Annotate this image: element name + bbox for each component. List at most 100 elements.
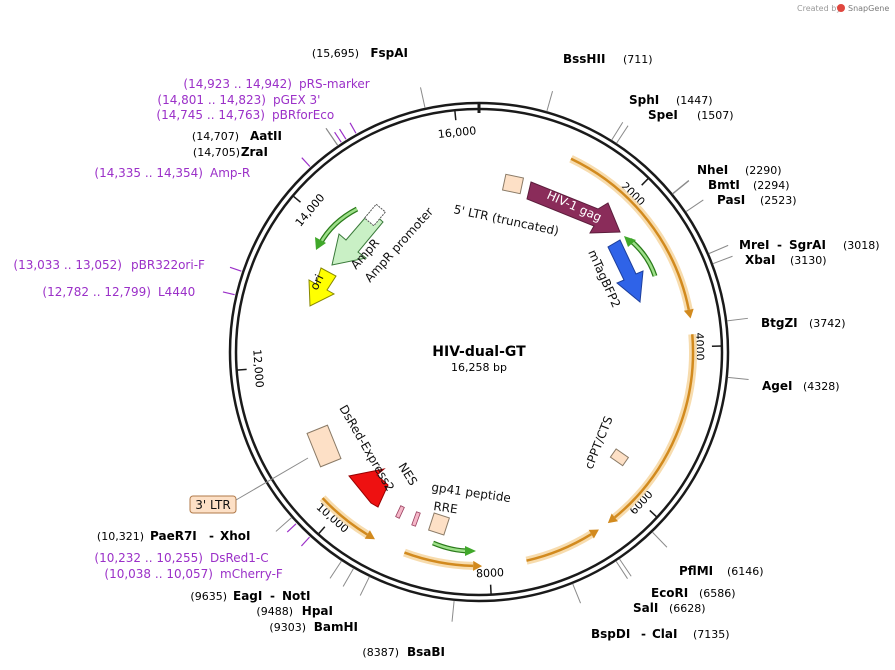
ltr3-label: 3' LTR [195,498,230,512]
ltr-box-left [306,424,342,468]
orf-rev-head-3 [472,560,483,571]
orf-arcs [319,155,697,571]
ampr-promoter-box [363,203,387,227]
hiv1-gag-arrow [526,181,621,234]
orf-rev-glow-2 [525,530,594,565]
site-sgrai-name[interactable]: SgrAI [789,238,826,252]
primer-mcherryf-name[interactable]: mCherry-F [220,567,283,581]
site-bspdi-pos: (7135) [693,628,730,641]
primer-dsred1c-name[interactable]: DsRed1-C [210,551,269,565]
orf-rev-head-2 [588,529,599,539]
site-bamhi-name[interactable]: BamHI [314,620,358,634]
site-btgzi-name[interactable]: BtgZI [761,316,798,330]
primer-l4440-range: (12,782 .. 12,799) [42,285,151,299]
site-separator: - [270,589,275,603]
plasmid-name: HIV-dual-GT [432,344,526,360]
site-xbai-pos: (3130) [790,254,827,267]
site-leader-14 [572,583,582,604]
site-eagi-name[interactable]: EagI [233,589,262,603]
site-mrei-pos: (3018) [843,239,880,252]
orf-arc-glow-1 [612,333,697,521]
primer-pbrforeco-name[interactable]: pBRforEco [272,108,334,122]
site-leader-12 [618,558,632,577]
site-spei-name[interactable]: SpeI [648,108,678,122]
primer-ampr-name[interactable]: Amp-R [210,166,250,180]
site-leader-9 [726,317,748,322]
site-fspai-pos: (15,695) [312,47,359,60]
site-drei-name[interactable]: MreI [739,238,769,252]
green-arrow3-head [465,546,476,556]
site-leader-2 [611,122,624,141]
site-nhei-name[interactable]: NheI [697,163,728,177]
primer-mark-3 [301,157,311,167]
primer-pgex3-range: (14,801 .. 14,823) [157,93,266,107]
green-arrow-head [624,236,636,247]
site-pflmi-pos: (6146) [727,565,764,578]
site-paer7i-name[interactable]: PaeR7I [150,529,197,543]
site-bsabi-name[interactable]: BsaBI [407,645,445,659]
restriction-sites: FspAI (15,695) BssHII (711) SphI (1447) … [97,46,880,659]
site-sali-name[interactable]: SalI [633,601,658,615]
primer-pbr322ori-name[interactable]: pBR322ori-F [131,258,205,272]
site-pasi-name[interactable]: PasI [717,193,745,207]
site-bmti-name[interactable]: BmtI [708,178,740,192]
primer-dsred1c-range: (10,232 .. 10,255) [94,551,203,565]
nes-box [395,505,405,519]
site-separator: - [641,627,646,641]
primer-mcherryf-range: (10,038 .. 10,057) [104,567,213,581]
primer-mark-6 [286,523,297,533]
site-leader-21 [325,128,339,146]
dsred-arrow [348,468,389,508]
ori-label: ori [307,272,326,292]
site-pflmi-name[interactable]: PflMI [679,564,713,578]
cppt-label: cPPT/CTS [582,414,616,471]
site-pasi-pos: (2523) [760,194,797,207]
primer-pbrforeco-range: (14,745 .. 14,763) [156,108,265,122]
ltr3-leader-line [235,457,309,501]
green-arrow2-head [315,237,326,250]
orf-arc-head-1 [607,513,618,524]
site-leader-15 [451,600,455,622]
site-bsshii-pos: (711) [623,53,653,66]
primer-l4440-name[interactable]: L4440 [158,285,195,299]
primer-mark-0 [349,122,357,134]
site-sphi-name[interactable]: SphI [629,93,659,107]
nes-label: NES [395,460,420,488]
tick-7 [292,195,301,203]
tick-label-0: 16,000 [437,124,477,141]
site-sphi-pos: (1447) [676,94,713,107]
site-leader-3 [616,125,629,144]
tick-0 [454,110,457,121]
site-noti-name[interactable]: NotI [282,589,311,603]
site-leader-17 [342,568,355,587]
credit-brand: SnapGene [848,4,889,13]
site-xhoi-name[interactable]: XhoI [220,529,251,543]
site-leader-6 [685,199,704,213]
site-bspdi-name[interactable]: BspDI [591,627,630,641]
primer-mark-4 [229,266,242,272]
primer-pgex3-name[interactable]: pGEX 3' [273,93,320,107]
site-hpai-name[interactable]: HpaI [302,604,333,618]
orf-arc-1 [614,334,695,519]
site-leader-16 [359,576,370,596]
site-clai-name[interactable]: ClaI [652,627,677,641]
ampr-arrow [331,210,384,266]
site-bsshii-name[interactable]: BssHII [563,52,605,66]
site-paer7i-pos: (10,321) [97,530,144,543]
site-aatii-name[interactable]: AatII [250,129,282,143]
ltr3-label-box [189,495,237,514]
snapgene-logo-icon [837,4,845,12]
tick-3 [649,509,658,518]
site-xbai-name[interactable]: XbaI [745,253,775,267]
primer-pbr322ori-range: (13,033 .. 13,052) [13,258,122,272]
site-agei-name[interactable]: AgeI [762,379,792,393]
site-zrai-name[interactable]: ZraI [241,145,268,159]
site-ecori-name[interactable]: EcoRI [651,586,688,600]
orf-arc-head-0 [683,308,694,319]
primers: (14,923 .. 14,942) pRS-marker (14,801 ..… [13,77,369,581]
primer-prs-marker-name[interactable]: pRS-marker [299,77,370,91]
site-fspai-name[interactable]: FspAI [370,46,408,60]
orf-rev-3 [403,551,474,568]
site-leader-7 [708,244,729,255]
site-nhei-pos: (2290) [745,164,782,177]
